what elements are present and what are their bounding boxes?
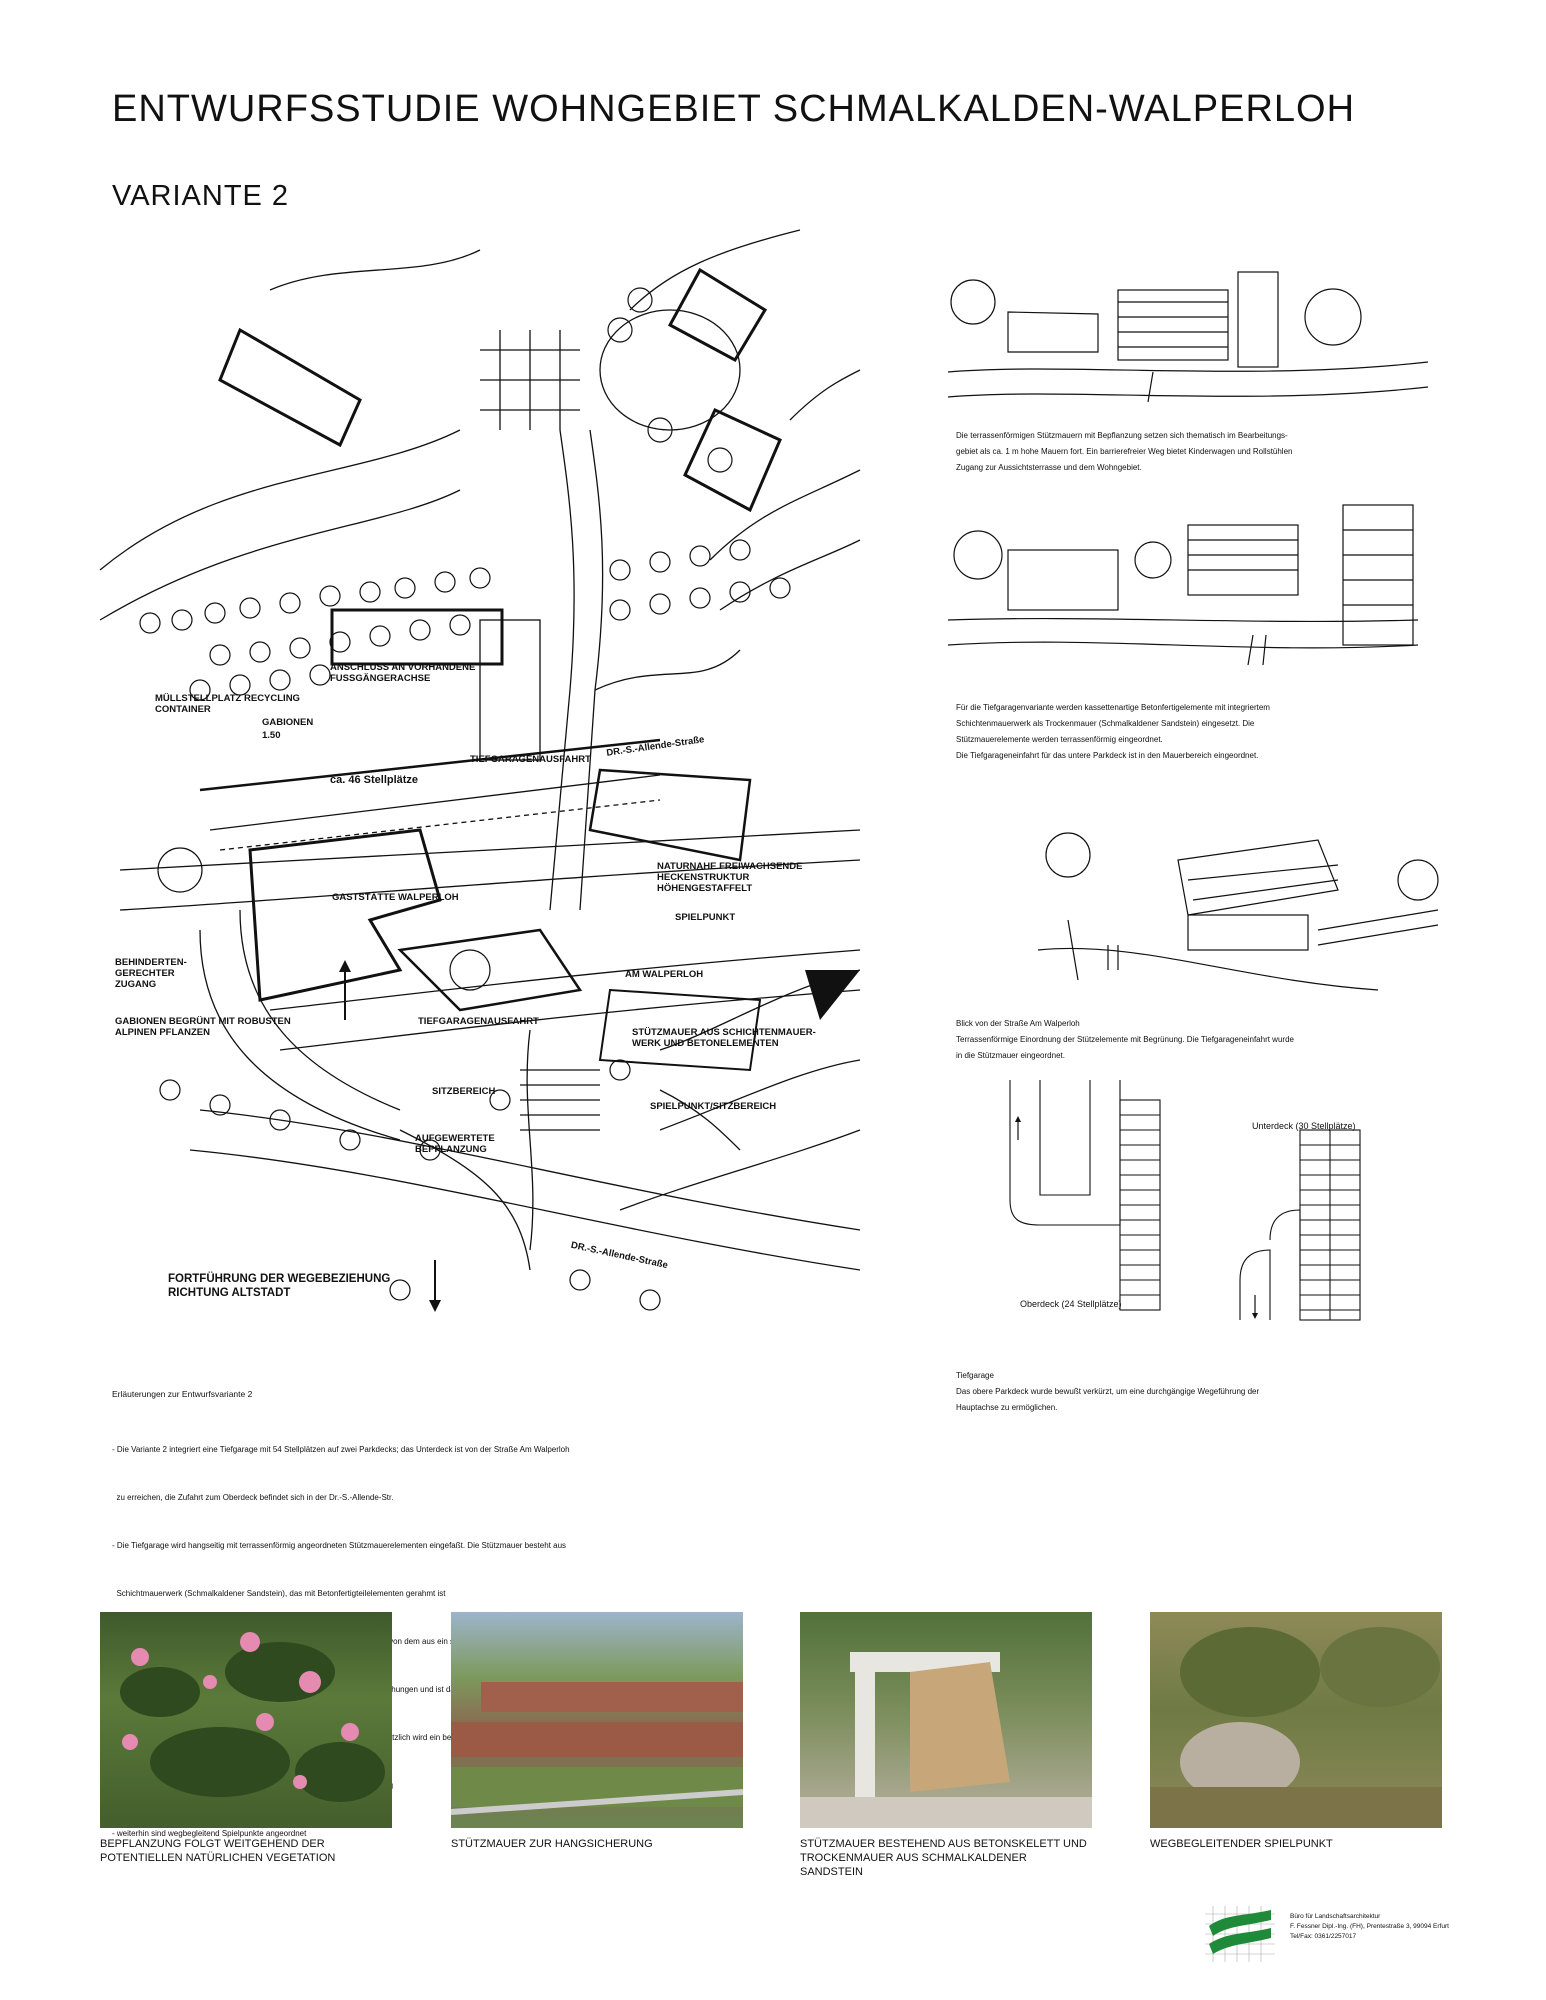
office-line: Büro für Landschaftsarchitektur	[1290, 1913, 1381, 1920]
sketch-2-line: Die Tiefgarageneinfahrt für das untere P…	[956, 751, 1259, 760]
label-allende-bottom: DR.-S.-Allende-Straße	[569, 1239, 669, 1272]
photo-caption-2: STÜTZMAUER ZUR HANGSICHERUNG	[451, 1838, 653, 1850]
frame-illustration	[800, 1652, 1092, 1828]
label-sitzbereich: SITZBEREICH	[432, 1086, 496, 1097]
sketch-2-caption: Für die Tiefgaragenvariante werden kasse…	[956, 700, 1426, 764]
office-line: Tel/Fax: 0361/2257017	[1290, 1933, 1357, 1940]
page-subtitle: VARIANTE 2	[112, 180, 290, 212]
rock-illustration	[1150, 1627, 1442, 1828]
label-gabionen-begruent: GABIONEN BEGRÜNT MIT ROBUSTEN ALPINEN PF…	[115, 1016, 291, 1038]
unterdeck-label: Unterdeck (30 Stellplätze)	[1252, 1121, 1356, 1131]
label-spielpunkt-sitz: SPIELPUNKT/SITZBEREICH	[650, 1101, 777, 1112]
sketch-3-line: Terrassenförmige Einordnung der Stützele…	[956, 1035, 1294, 1044]
photo-caption-3: STÜTZMAUER BESTEHEND AUS BETONSKELETT UN…	[800, 1838, 1087, 1878]
label-muell: MÜLLSTELLPLATZ RECYCLING CONTAINER	[155, 693, 300, 715]
sketch-2-line: Stützmauerelemente werden terrassenförmi…	[956, 735, 1163, 744]
sketch-2-line: Schichtenmauerwerk als Trockenmauer (Sch…	[956, 719, 1255, 728]
parking-diagram	[1009, 1080, 1361, 1321]
rose-illustration	[120, 1632, 385, 1802]
page-title: ENTWURFSSTUDIE WOHNGEBIET SCHMALKALDEN-W…	[112, 88, 1356, 130]
label-fortfuehrung: FORTFÜHRUNG DER WEGEBEZIEHUNG RICHTUNG A…	[168, 1273, 391, 1299]
label-anschluss: ANSCHLUSS AN VORHANDENE FUSSGÄNGERACHSE	[330, 662, 476, 684]
sketch-1-caption: Die terrassenförmigen Stützmauern mit Be…	[956, 428, 1426, 476]
photo-concrete-frame	[800, 1612, 1092, 1828]
explanation-line: - Die Variante 2 integriert eine Tiefgar…	[112, 1445, 570, 1454]
perspective-sketch-2	[947, 504, 1419, 666]
office-line: F. Fessner Dipl.-Ing. (FH), Prentestraße…	[1290, 1923, 1449, 1930]
sketch-3-line: in die Stützmauer eingeordnet.	[956, 1051, 1065, 1060]
label-tg-ausfahrt: TIEFGARAGENAUSFAHRT	[418, 1016, 539, 1027]
sketch-3-caption: Blick von der Straße Am Walperloh Terras…	[956, 1016, 1426, 1064]
office-logo-icon	[1205, 1906, 1275, 1962]
perspective-sketch-3	[1037, 832, 1439, 991]
sketch-1-line: Zugang zur Aussichtsterrasse und dem Woh…	[956, 463, 1142, 472]
label-naturnahe: NATURNAHE FREIWACHSENDE HECKENSTRUKTUR H…	[657, 861, 803, 894]
label-gabionen-height: 1.50	[262, 730, 281, 741]
garage-caption: Tiefgarage Das obere Parkdeck wurde bewu…	[956, 1368, 1426, 1416]
photo-wild-rose	[100, 1612, 392, 1828]
garage-line: Das obere Parkdeck wurde bewußt verkürzt…	[956, 1387, 1260, 1396]
label-aufgewertete: AUFGEWERTETE BEPFLANZUNG	[415, 1133, 495, 1155]
sketch-1-line: Die terrassenförmigen Stützmauern mit Be…	[956, 431, 1288, 440]
sketch-3-line: Blick von der Straße Am Walperloh	[956, 1019, 1080, 1028]
oberdeck-label: Oberdeck (24 Stellplätze)	[1020, 1299, 1122, 1309]
explanation-line: zu erreichen, die Zufahrt zum Oberdeck b…	[112, 1493, 394, 1502]
office-address: Büro für Landschaftsarchitektur F. Fessn…	[1290, 1912, 1490, 1942]
sketch-1-line: gebiet als ca. 1 m hohe Mauern fort. Ein…	[956, 447, 1293, 456]
label-am-walperloh: AM WALPERLOH	[625, 969, 704, 980]
explanation-line: - Die Tiefgarage wird hangseitig mit ter…	[112, 1541, 567, 1550]
label-stellplaetze: ca. 46 Stellplätze	[330, 774, 419, 786]
label-stuetzmauer: STÜTZMAUER AUS SCHICHTENMAUER-WERK UND B…	[632, 1027, 816, 1049]
label-behinderten: BEHINDERTEN-GERECHTER ZUGANG	[115, 957, 187, 990]
sketch-2-line: Für die Tiefgaragenvariante werden kasse…	[956, 703, 1270, 712]
wall-illustration	[451, 1682, 743, 1815]
label-gaststaette: GASTSTÄTTE WALPERLOH	[332, 892, 459, 903]
photo-caption-4: WEGBEGLEITENDER SPIELPUNKT	[1150, 1838, 1333, 1850]
explanation-heading: Erläuterungen zur Entwurfsvariante 2	[112, 1389, 253, 1399]
garage-line: Tiefgarage	[956, 1371, 994, 1380]
photo-retaining-wall	[451, 1612, 743, 1828]
label-spielpunkt: SPIELPUNKT	[675, 912, 736, 923]
site-plan	[99, 229, 861, 1312]
explanation-line: Schichtmauerwerk (Schmalkaldener Sandste…	[112, 1589, 446, 1598]
garage-line: Hauptachse zu ermöglichen.	[956, 1403, 1058, 1412]
perspective-sketch-1	[947, 271, 1429, 403]
photo-play-rock	[1150, 1612, 1442, 1828]
explanation-line: - weiterhin sind wegbegleitend Spielpunk…	[112, 1829, 307, 1838]
photo-caption-1: BEPFLANZUNG FOLGT WEITGEHEND DER POTENTI…	[100, 1838, 336, 1864]
label-tg-ausfahrt-top: TIEFGARAGENAUSFAHRT	[470, 754, 591, 765]
label-gabionen: GABIONEN	[262, 717, 314, 728]
